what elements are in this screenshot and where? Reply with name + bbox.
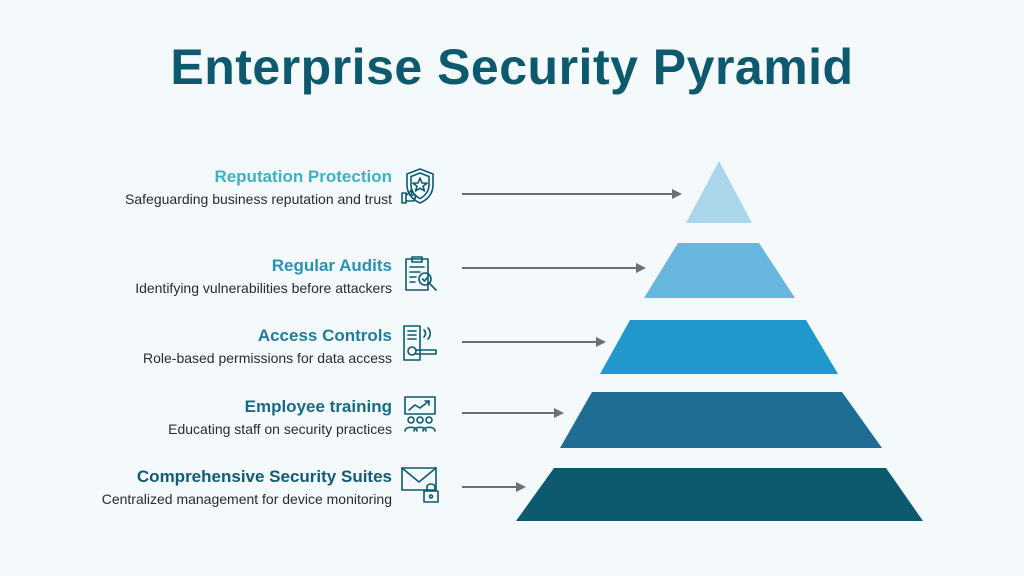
level-3-title: Access Controls — [257, 326, 392, 345]
level-2-text: Regular Audits Identifying vulnerabiliti… — [52, 256, 392, 298]
pyramid-tier-5 — [516, 468, 923, 521]
level-1-description: Safeguarding business reputation and tru… — [125, 191, 392, 207]
envelope-lock-icon — [401, 467, 439, 503]
level-2-description: Identifying vulnerabilities before attac… — [135, 280, 392, 296]
keypad-lock-icon — [403, 325, 437, 361]
level-4-description: Educating staff on security practices — [168, 421, 392, 437]
level-4-text: Employee training Educating staff on sec… — [52, 397, 392, 439]
presentation-group-icon — [404, 396, 436, 432]
level-3-text: Access Controls Role-based permissions f… — [52, 326, 392, 368]
level-3-description: Role-based permissions for data access — [142, 350, 392, 366]
pyramid-tier-3 — [600, 320, 838, 374]
clipboard-magnifier-icon — [405, 256, 437, 291]
level-5-text: Comprehensive Security Suites Centralize… — [52, 467, 392, 509]
pyramid-tier-2 — [644, 243, 795, 298]
level-2-title: Regular Audits — [271, 256, 392, 275]
page-title: Enterprise Security Pyramid — [170, 39, 854, 95]
level-4-title: Employee training — [244, 397, 392, 416]
pyramid-tier-4 — [560, 392, 882, 448]
level-1-title: Reputation Protection — [214, 167, 392, 186]
level-5-title: Comprehensive Security Suites — [136, 467, 392, 486]
level-5-description: Centralized management for device monito… — [101, 491, 392, 507]
shield-star-icon — [401, 168, 434, 204]
level-1-text: Reputation Protection Safeguarding busin… — [52, 167, 392, 209]
pyramid-tier-1 — [686, 161, 752, 223]
